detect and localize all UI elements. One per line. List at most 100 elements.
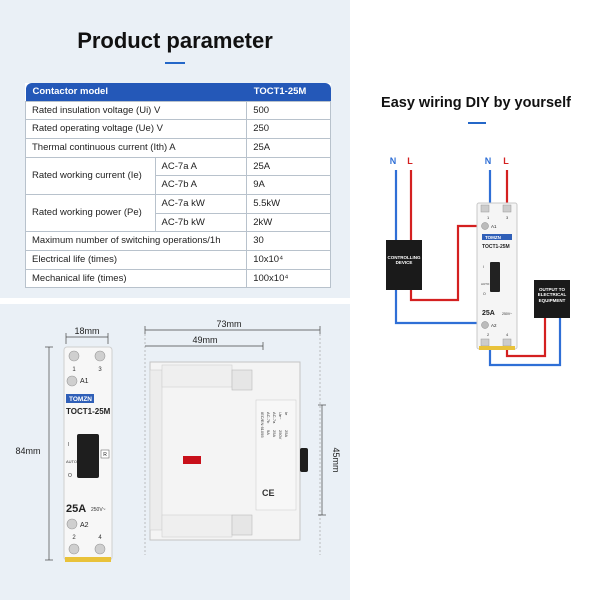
side-spec-7: AC-7b — [266, 412, 271, 424]
row-value: 25A — [246, 156, 331, 177]
mode-o-label: O — [483, 292, 486, 296]
row-value: 25A — [246, 137, 331, 158]
front-terminal-4: 4 — [98, 535, 102, 541]
row-value: 500 — [246, 100, 331, 121]
row-label: Rated operating voltage (Ue) V — [24, 119, 248, 139]
table-row: Rated insulation voltage (Ui) V 500 — [24, 100, 331, 121]
voltage-label: 250V~ — [502, 312, 512, 316]
front-mode-i: I — [68, 442, 69, 448]
row-value: 30 — [246, 231, 331, 251]
table-row: AC-7b A 9A — [26, 175, 331, 195]
title-underline — [165, 62, 185, 64]
row-label: Rated insulation voltage (Ui) V — [24, 100, 248, 121]
front-a2: A2 — [80, 522, 89, 529]
table-header-row: Contactor model TOCT1-25M — [25, 83, 331, 101]
header-model-label: Contactor model — [25, 83, 247, 101]
table-row: AC-7b kW 2kW — [26, 212, 331, 233]
table-row: Maximum number of switching operations/1… — [24, 231, 331, 251]
output-wire-live — [505, 318, 547, 358]
width-dimension: 18mm — [74, 326, 99, 336]
side-spec-4: 250V — [278, 430, 283, 440]
row-value: 100x10⁴ — [246, 268, 331, 289]
table-row: Electrical life (times) 10x10⁴ — [24, 250, 331, 270]
controlling-device-box — [386, 240, 422, 290]
model-label: TOCT1-25M — [482, 244, 510, 250]
side-spec-9: IEC/EN 61095 — [260, 412, 265, 438]
side-spec-6: 25A — [272, 430, 277, 437]
neutral-label-left: N — [390, 156, 397, 166]
neutral-wire-control — [394, 170, 478, 325]
wiring-title: Easy wiring DIY by yourself — [381, 95, 571, 111]
depth-total-dimension: 73mm — [216, 319, 241, 329]
table-row: Rated working power (Pe) AC-7a kW 5.5kW — [25, 193, 331, 233]
height-dimension: 84mm — [15, 446, 40, 456]
controlling-device-label: CONTROLLING DEVICE — [387, 255, 421, 266]
front-brand: TOMZN — [69, 396, 92, 403]
row-label: Mechanical life (times) — [24, 268, 248, 289]
rating-label: 25A — [482, 310, 495, 317]
front-r-mark: R — [103, 452, 107, 458]
row-value: 5.5kW — [246, 193, 331, 214]
side-spec-1: Ie — [284, 412, 289, 416]
depth-inner-dimension: 49mm — [192, 335, 217, 345]
wiring-diagram: N L N L CONTROLLING DEVICE OUTPUT — [386, 156, 570, 367]
front-a1: A1 — [80, 378, 89, 385]
control-wire-a1 — [409, 224, 478, 302]
row-sublabel: AC-7b A — [154, 175, 248, 195]
row-value: 9A — [246, 175, 331, 195]
side-spec-3: Ue~ — [278, 412, 283, 420]
row-value: 250 — [246, 119, 331, 139]
parameter-title: Product parameter — [77, 28, 273, 53]
output-equipment-box — [534, 280, 570, 318]
neutral-label-right: N — [485, 156, 492, 166]
row-value: 2kW — [246, 212, 331, 233]
front-terminal-1: 1 — [72, 367, 76, 373]
row-label: Rated working power (Pe) — [25, 193, 156, 233]
height-inner-dimension: 45mm — [331, 447, 341, 472]
row-label: Maximum number of switching operations/1… — [24, 231, 248, 251]
front-mode-o: O — [68, 473, 72, 479]
front-mode-auto: AUTO — [66, 459, 77, 464]
front-view-contactor: 1 3 A1 TOMZN TOCT1-25M R I AUTO O 25A 25… — [63, 346, 113, 562]
front-voltage: 250V~ — [91, 507, 106, 513]
table-row: Rated operating voltage (Ue) V 250 — [24, 119, 331, 139]
header-model-value: TOCT1-25M — [246, 83, 331, 101]
dimensions-drawing: 18mm 84mm 1 3 A1 TOMZN TOCT1-25M R — [15, 319, 341, 562]
parameter-panel: Product parameter Contactor model TOCT1-… — [0, 0, 350, 298]
live-label-left: L — [407, 156, 413, 166]
row-sublabel: AC-7a kW — [154, 193, 248, 214]
output-equipment-label: OUTPUT TO ELECTRICAL EQUIPMENT — [537, 287, 567, 303]
front-terminal-2: 2 — [72, 535, 76, 541]
row-label: Electrical life (times) — [24, 250, 248, 270]
a1-label: A1 — [491, 224, 497, 229]
wiring-underline — [468, 122, 486, 124]
terminal-1-label: 1 — [487, 215, 490, 220]
front-rating: 25A — [66, 503, 86, 515]
a2-label: A2 — [491, 323, 497, 328]
ce-mark: CE — [262, 488, 275, 498]
mode-auto-label: AUTO — [481, 282, 490, 286]
terminal-3-label: 3 — [506, 215, 509, 220]
output-wire-neutral — [488, 318, 562, 367]
wiring-contactor: 1 3 A1 TOMZN TOCT1-25M I AUTO O 25A 250V… — [476, 202, 518, 350]
row-sublabel: AC-7a A — [154, 156, 248, 177]
side-spec-5: AC-7a — [272, 412, 277, 424]
row-value: 10x10⁴ — [246, 250, 331, 270]
table-row: Rated working current (Ie) AC-7a A 25A — [25, 156, 331, 195]
brand-label: TOMZN — [485, 235, 501, 240]
terminal-4-label: 4 — [506, 332, 509, 337]
row-label: Thermal continuous current (Ith) A — [24, 137, 248, 158]
parameter-table: Contactor model TOCT1-25M Rated insulati… — [24, 83, 331, 289]
front-model: TOCT1-25M — [66, 407, 111, 416]
table-row: Thermal continuous current (Ith) A 25A — [24, 137, 331, 158]
live-label-right: L — [503, 156, 509, 166]
row-sublabel: AC-7b kW — [154, 212, 248, 233]
front-terminal-3: 3 — [98, 367, 102, 373]
table-row: Mechanical life (times) 100x10⁴ — [24, 268, 331, 289]
dimensions-panel: 18mm 84mm 1 3 A1 TOMZN TOCT1-25M R — [0, 304, 350, 600]
row-label: Rated working current (Ie) — [25, 156, 156, 195]
side-spec-2: 25A — [284, 430, 289, 437]
side-view-contactor: Ie 25A Ue~ 250V AC-7a 25A AC-7b 9A IEC/E… — [149, 361, 308, 541]
terminal-2-label: 2 — [487, 332, 490, 337]
